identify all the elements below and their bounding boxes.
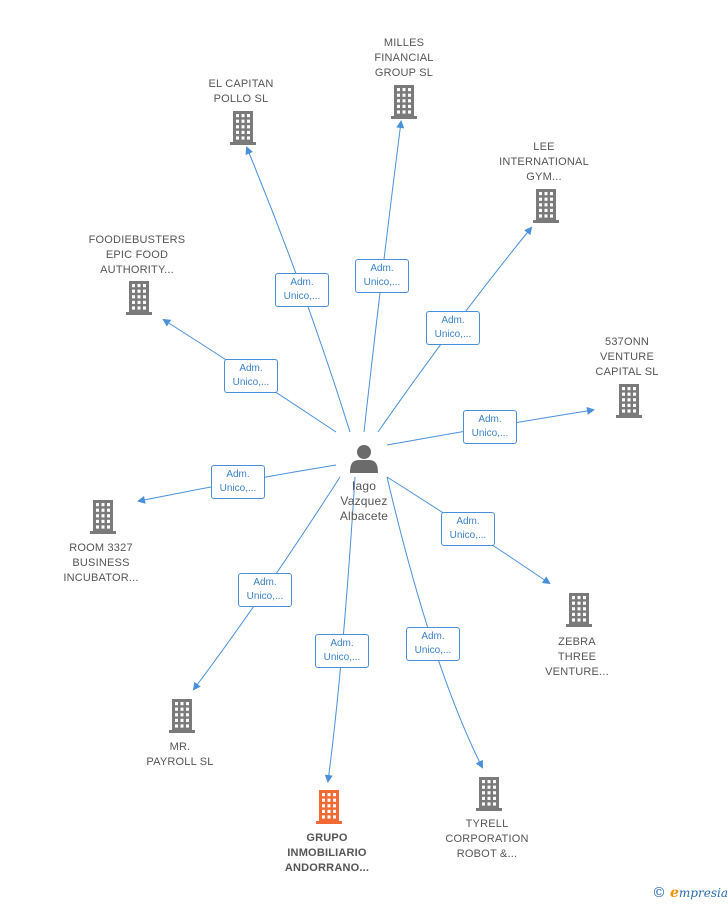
company-label-line: LEE bbox=[533, 141, 555, 153]
company-label-line: INMOBILIARIO bbox=[287, 847, 367, 859]
relation-type: Unico,... bbox=[449, 530, 487, 541]
relation-role: Adm. bbox=[421, 631, 445, 642]
company-label-line: CAPITAL SL bbox=[595, 366, 659, 378]
relation-type: Unico,... bbox=[363, 277, 401, 288]
person-icon[interactable] bbox=[350, 445, 378, 473]
company-label-line: VENTURE... bbox=[545, 666, 609, 678]
copyright-symbol: © bbox=[652, 885, 666, 901]
company-label-line: GYM... bbox=[526, 171, 562, 183]
relation-type: Unico,... bbox=[434, 329, 472, 340]
relation-badge-grupo[interactable]: Adm. Unico,... bbox=[315, 634, 369, 668]
empresia-watermark: ©empresia bbox=[652, 885, 728, 901]
company-label-line: MILLES bbox=[383, 37, 425, 49]
company-label-line: ANDORRANO... bbox=[284, 862, 370, 874]
relation-badge-el-capitan[interactable]: Adm. Unico,... bbox=[275, 273, 329, 307]
relation-role: Adm. bbox=[239, 363, 263, 374]
building-icon[interactable] bbox=[616, 384, 642, 418]
building-icon[interactable] bbox=[126, 281, 152, 315]
relation-role: Adm. bbox=[441, 315, 465, 326]
relation-role: Adm. bbox=[478, 414, 502, 425]
relation-role: Adm. bbox=[253, 577, 277, 588]
company-label-537onn[interactable]: 537ONN VENTURE CAPITAL SL bbox=[557, 335, 697, 380]
relation-badge-tyrell[interactable]: Adm. Unico,... bbox=[406, 627, 460, 661]
center-line-1: Iago bbox=[351, 479, 377, 493]
company-label-line: BUSINESS bbox=[72, 557, 130, 569]
company-label-line: FOODIEBUSTERS bbox=[88, 234, 186, 246]
company-label-line: GRUPO bbox=[306, 832, 348, 844]
empresia-wordmark: mpresia bbox=[678, 886, 728, 900]
relation-type: Unico,... bbox=[219, 483, 257, 494]
relation-badge-milles[interactable]: Adm. Unico,... bbox=[355, 259, 409, 293]
empresia-initial: e bbox=[670, 885, 679, 901]
relation-badge-room3327[interactable]: Adm. Unico,... bbox=[211, 465, 265, 499]
relation-badge-zebra[interactable]: Adm. Unico,... bbox=[441, 512, 495, 546]
company-label-line: MR. bbox=[169, 741, 191, 753]
company-label-line: THREE bbox=[557, 651, 597, 663]
company-label-foodiebusters[interactable]: FOODIEBUSTERS EPIC FOOD AUTHORITY... bbox=[67, 233, 207, 278]
company-label-line: EL CAPITAN bbox=[208, 78, 274, 90]
relation-type: Unico,... bbox=[246, 591, 284, 602]
company-label-lee[interactable]: LEE INTERNATIONAL GYM... bbox=[474, 140, 614, 185]
relation-type: Unico,... bbox=[232, 377, 270, 388]
company-label-line: EPIC FOOD bbox=[105, 249, 169, 261]
company-label-line: INTERNATIONAL bbox=[499, 156, 589, 168]
company-label-line: ROBOT &... bbox=[456, 848, 518, 860]
company-label-line: POLLO SL bbox=[213, 93, 269, 105]
relation-badge-537onn[interactable]: Adm. Unico,... bbox=[463, 410, 517, 444]
center-line-3: Albacete bbox=[339, 509, 389, 523]
company-label-line: GROUP SL bbox=[374, 67, 434, 79]
center-line-2: Vazquez bbox=[340, 494, 388, 508]
building-icon[interactable] bbox=[391, 85, 417, 119]
company-label-line: TYRELL bbox=[465, 818, 509, 830]
building-icon[interactable] bbox=[230, 111, 256, 145]
relation-type: Unico,... bbox=[323, 652, 361, 663]
building-icon[interactable] bbox=[476, 777, 502, 811]
building-icon[interactable] bbox=[169, 699, 195, 733]
relation-role: Adm. bbox=[290, 277, 314, 288]
building-icon[interactable] bbox=[566, 593, 592, 627]
relation-role: Adm. bbox=[370, 263, 394, 274]
company-label-line: AUTHORITY... bbox=[100, 264, 174, 276]
company-label-line: 537ONN bbox=[605, 336, 649, 348]
building-icon[interactable] bbox=[316, 790, 342, 824]
company-label-line: PAYROLL SL bbox=[146, 756, 214, 768]
relation-badge-foodiebusters[interactable]: Adm. Unico,... bbox=[224, 359, 278, 393]
company-label-milles[interactable]: MILLES FINANCIAL GROUP SL bbox=[334, 36, 474, 81]
company-label-zebra[interactable]: ZEBRA THREE VENTURE... bbox=[507, 635, 647, 680]
relation-badge-mr-payroll[interactable]: Adm. Unico,... bbox=[238, 573, 292, 607]
company-label-line: ZEBRA bbox=[558, 636, 596, 648]
building-icon[interactable] bbox=[90, 500, 116, 534]
building-icon[interactable] bbox=[533, 189, 559, 223]
company-label-line: ROOM 3327 bbox=[69, 542, 133, 554]
company-label-line: CORPORATION bbox=[445, 833, 529, 845]
icons-layer bbox=[90, 85, 642, 824]
company-label-tyrell[interactable]: TYRELL CORPORATION ROBOT &... bbox=[417, 817, 557, 862]
relation-role: Adm. bbox=[226, 469, 250, 480]
relation-badge-lee[interactable]: Adm. Unico,... bbox=[426, 311, 480, 345]
center-person-label[interactable]: Iago Vazquez Albacete bbox=[319, 479, 409, 524]
company-label-line: VENTURE bbox=[600, 351, 654, 363]
relation-role: Adm. bbox=[330, 638, 354, 649]
company-label-mr-payroll[interactable]: MR. PAYROLL SL bbox=[110, 740, 250, 770]
relation-type: Unico,... bbox=[283, 291, 321, 302]
relation-type: Unico,... bbox=[414, 645, 452, 656]
company-label-line: INCUBATOR... bbox=[63, 572, 139, 584]
company-label-el-capitan[interactable]: EL CAPITAN POLLO SL bbox=[171, 77, 311, 107]
relation-role: Adm. bbox=[456, 516, 480, 527]
relation-type: Unico,... bbox=[471, 428, 509, 439]
company-label-grupo[interactable]: GRUPO INMOBILIARIO ANDORRANO... bbox=[257, 831, 397, 876]
company-label-line: FINANCIAL bbox=[374, 52, 434, 64]
